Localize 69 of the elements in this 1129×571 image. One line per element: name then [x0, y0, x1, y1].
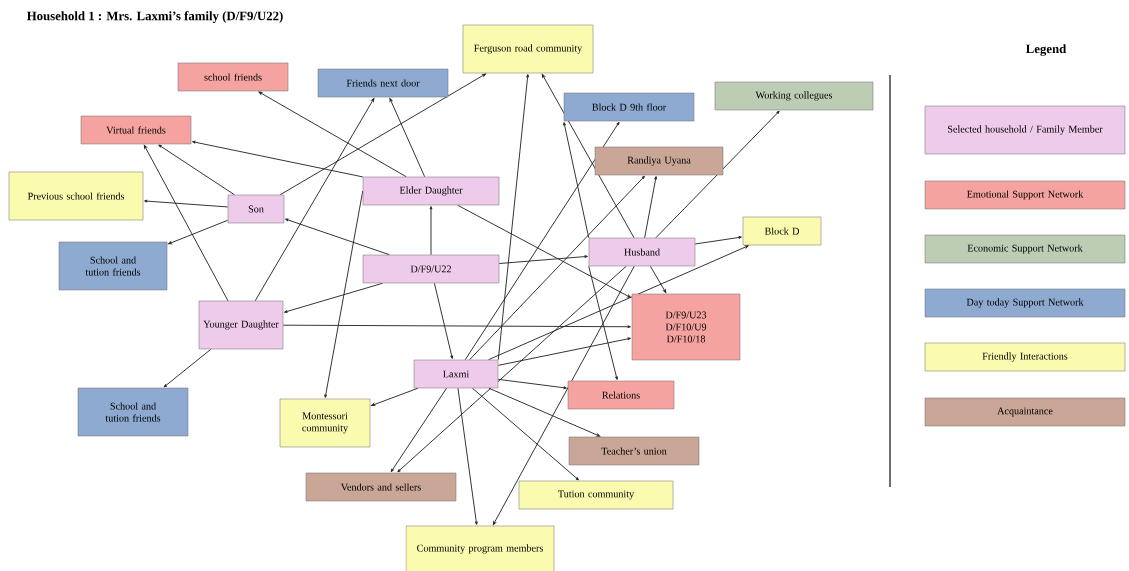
arrow — [464, 121, 620, 361]
arrow — [492, 265, 635, 526]
network-box: Son — [227, 194, 285, 224]
arrow — [588, 265, 618, 380]
network-box: Friends next door — [317, 68, 449, 98]
arrow — [457, 204, 632, 298]
network-box: school friends — [177, 62, 289, 92]
network-box: D/F9/U22 — [362, 254, 500, 284]
arrow — [497, 337, 631, 366]
arrow — [168, 219, 229, 245]
legend-item: Friendly Interactions — [924, 342, 1126, 372]
arrow — [488, 387, 601, 437]
arrow — [285, 218, 390, 256]
arrow — [192, 140, 364, 178]
arrow — [541, 73, 635, 239]
arrow — [497, 74, 530, 361]
arrow — [397, 265, 627, 473]
network-box: Relations — [567, 380, 675, 410]
arrow — [158, 144, 235, 196]
network-box: Virtual friends — [80, 115, 192, 145]
legend-item: Selected household / Family Member — [924, 105, 1126, 155]
network-box: Vendors and sellers — [305, 472, 457, 502]
arrow — [644, 176, 658, 239]
arrow — [472, 387, 579, 481]
network-box: Block D — [742, 216, 822, 246]
network-box: Community program members — [405, 525, 555, 571]
arrow — [258, 91, 407, 178]
network-box: Block D 9th floor — [563, 92, 695, 122]
arrow — [497, 378, 567, 390]
arrow — [429, 206, 433, 256]
arrow — [649, 265, 667, 294]
network-box: Teacher’s union — [568, 436, 700, 466]
network-box: Tution community — [518, 480, 674, 510]
arrow — [655, 110, 780, 239]
network-box: School and tution friends — [77, 387, 189, 437]
network-box: Previous school friends — [8, 171, 144, 221]
network-box: Working collegues — [714, 81, 874, 111]
network-box: Randiya Uyana — [594, 146, 724, 176]
network-box: Laxmi — [413, 359, 499, 389]
network-box: Husband — [588, 237, 696, 267]
arrow — [371, 387, 419, 407]
network-box: Ferguson road community — [462, 24, 594, 74]
legend-item: Acquaintance — [924, 397, 1126, 427]
arrow — [498, 255, 588, 264]
arrow — [254, 97, 375, 302]
network-box: Elder Daughter — [362, 176, 500, 206]
arrow — [457, 387, 478, 525]
legend-item: Emotional Support Network — [924, 180, 1126, 210]
legend-title: Legend — [1025, 44, 1067, 56]
arrow — [694, 236, 742, 245]
network-box: Younger Daughter — [198, 300, 284, 350]
arrow — [563, 122, 590, 239]
arrow — [284, 282, 384, 313]
arrow — [389, 98, 426, 178]
title: Household 1 : Mrs. Laxmi’s family (D/F9/U22) — [26, 11, 283, 23]
arrow — [282, 324, 631, 329]
arrow — [163, 348, 212, 388]
arrow — [279, 73, 487, 196]
arrow — [390, 387, 447, 473]
legend-item: Economic Support Network — [924, 234, 1126, 264]
network-box: Montessori community — [279, 398, 371, 448]
network-box: School and tution friends — [58, 241, 168, 291]
legend-item: Day today Support Network — [924, 288, 1126, 318]
arrow — [469, 175, 645, 361]
arrow — [433, 282, 454, 359]
arrow — [488, 245, 749, 361]
network-box: D/F9/U23 D/F10/U9 D/F10/18 — [631, 293, 741, 361]
arrow — [143, 144, 229, 302]
arrow — [144, 199, 229, 208]
